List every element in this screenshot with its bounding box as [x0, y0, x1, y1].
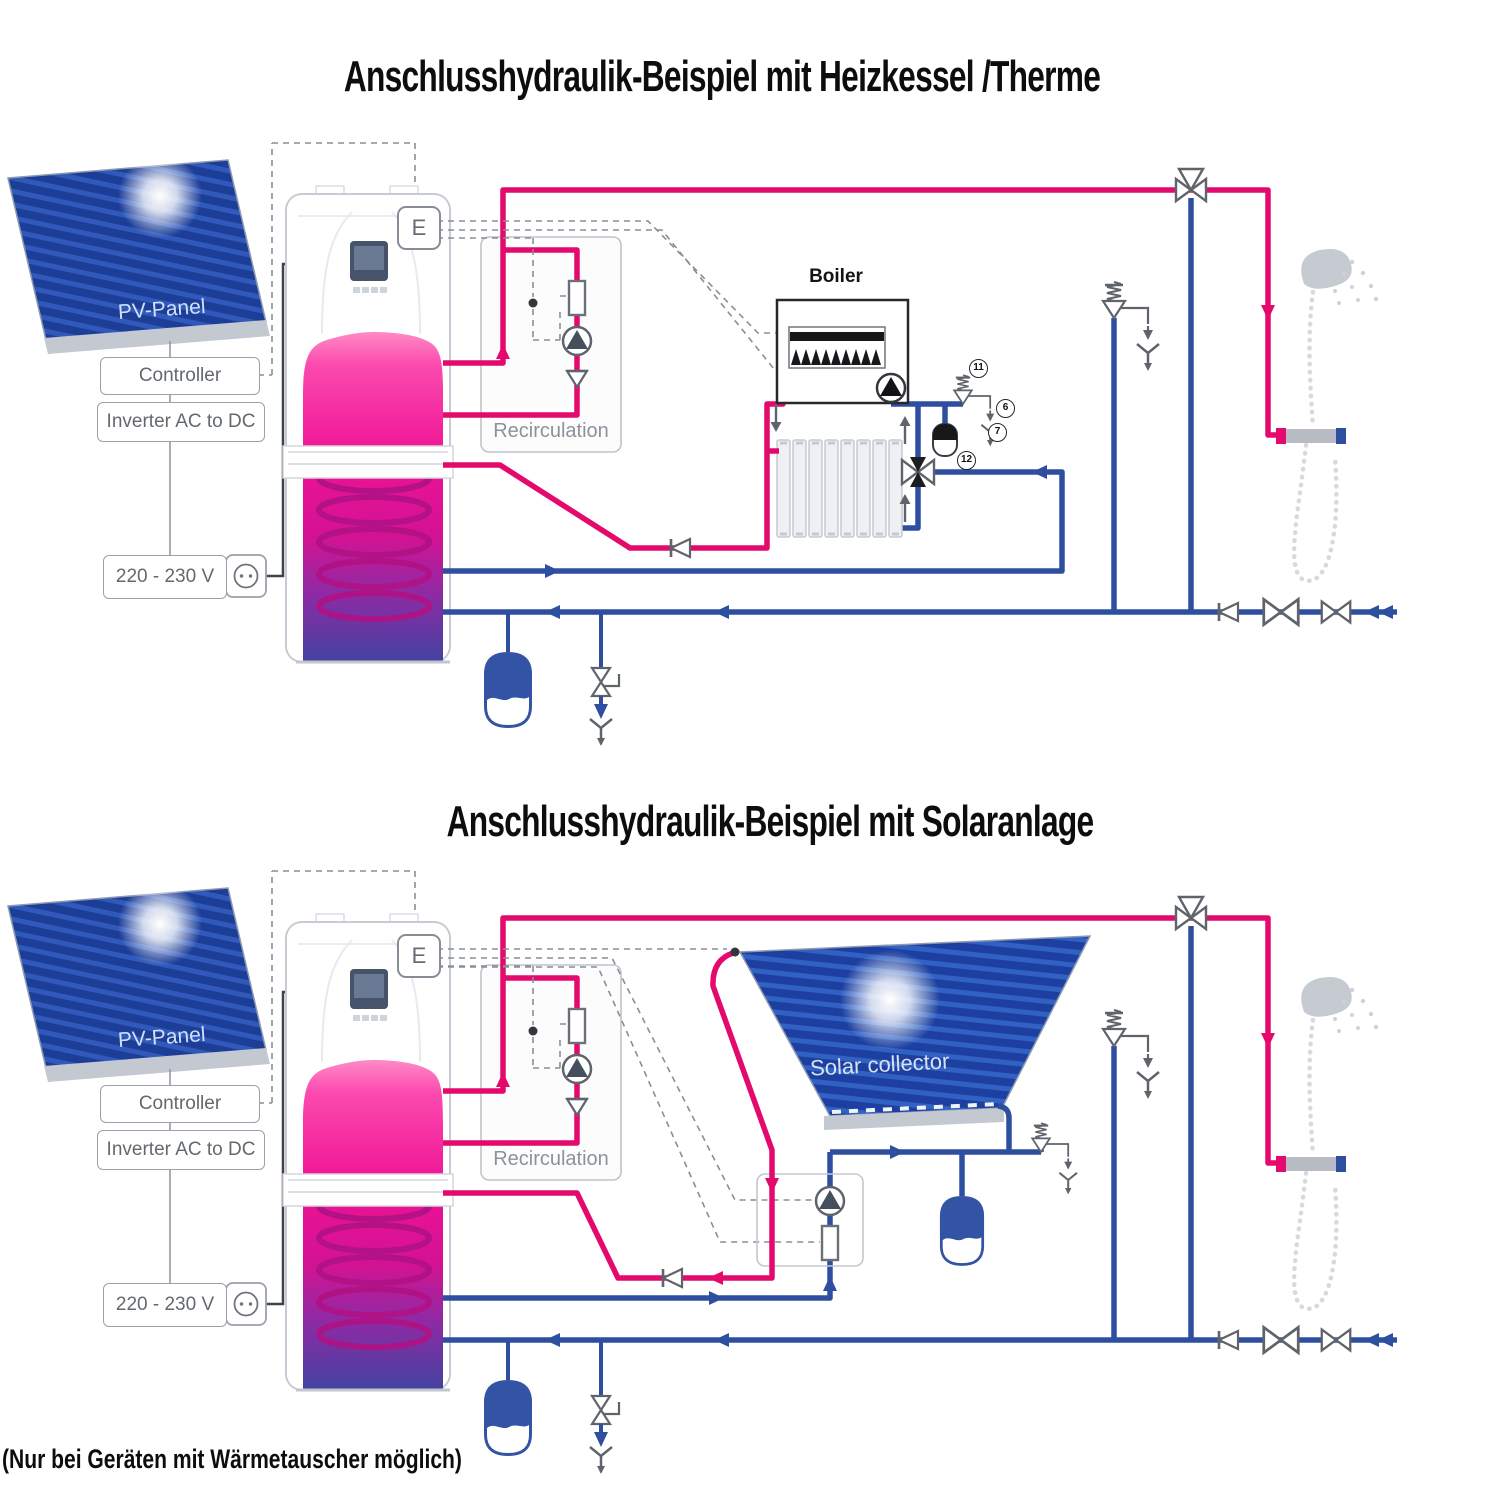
boiler-label: Boiler [809, 266, 863, 287]
solar-collector [738, 935, 1092, 1130]
recirculation-label: Recirculation [493, 1148, 609, 1170]
boiler [775, 298, 910, 405]
badge-6: 6 [996, 399, 1015, 418]
radiator [776, 439, 903, 538]
voltage-box: 220 - 230 V [103, 1283, 227, 1327]
badge-12: 12 [957, 451, 976, 470]
boiler-expansion-vessel [932, 423, 958, 457]
burner-flames [791, 349, 881, 365]
solar-cold-pipes [443, 1103, 1044, 1301]
inverter-box: Inverter AC to DC [97, 1130, 265, 1170]
collector-sensor-icon [730, 947, 740, 957]
controller-box: Controller [100, 357, 260, 395]
boiler-circuit [443, 298, 1065, 578]
solar-pump-group [756, 1173, 864, 1267]
badge-11: 11 [969, 359, 988, 378]
inverter-box: Inverter AC to DC [97, 402, 265, 442]
heating-element-icon [820, 1224, 840, 1262]
footnote: (Nur bei Geräten mit Wärmetauscher mögli… [2, 1444, 462, 1474]
electric-unit-badge: E [397, 934, 441, 978]
solar-circuit [443, 935, 1092, 1305]
badge-7: 7 [988, 423, 1007, 442]
solar-hot-pipe [443, 950, 775, 1281]
recirculation-label: Recirculation [493, 420, 609, 442]
boiler-feed-pipe [443, 469, 1065, 574]
controller-box: Controller [100, 1085, 260, 1123]
electric-unit-badge: E [397, 206, 441, 250]
title-solaranlage: Anschlusshydraulik-Beispiel mit Solaranl… [446, 797, 1095, 846]
voltage-box: 220 - 230 V [103, 555, 227, 599]
title-heizkessel: Anschlusshydraulik-Beispiel mit Heizkess… [343, 52, 1101, 101]
